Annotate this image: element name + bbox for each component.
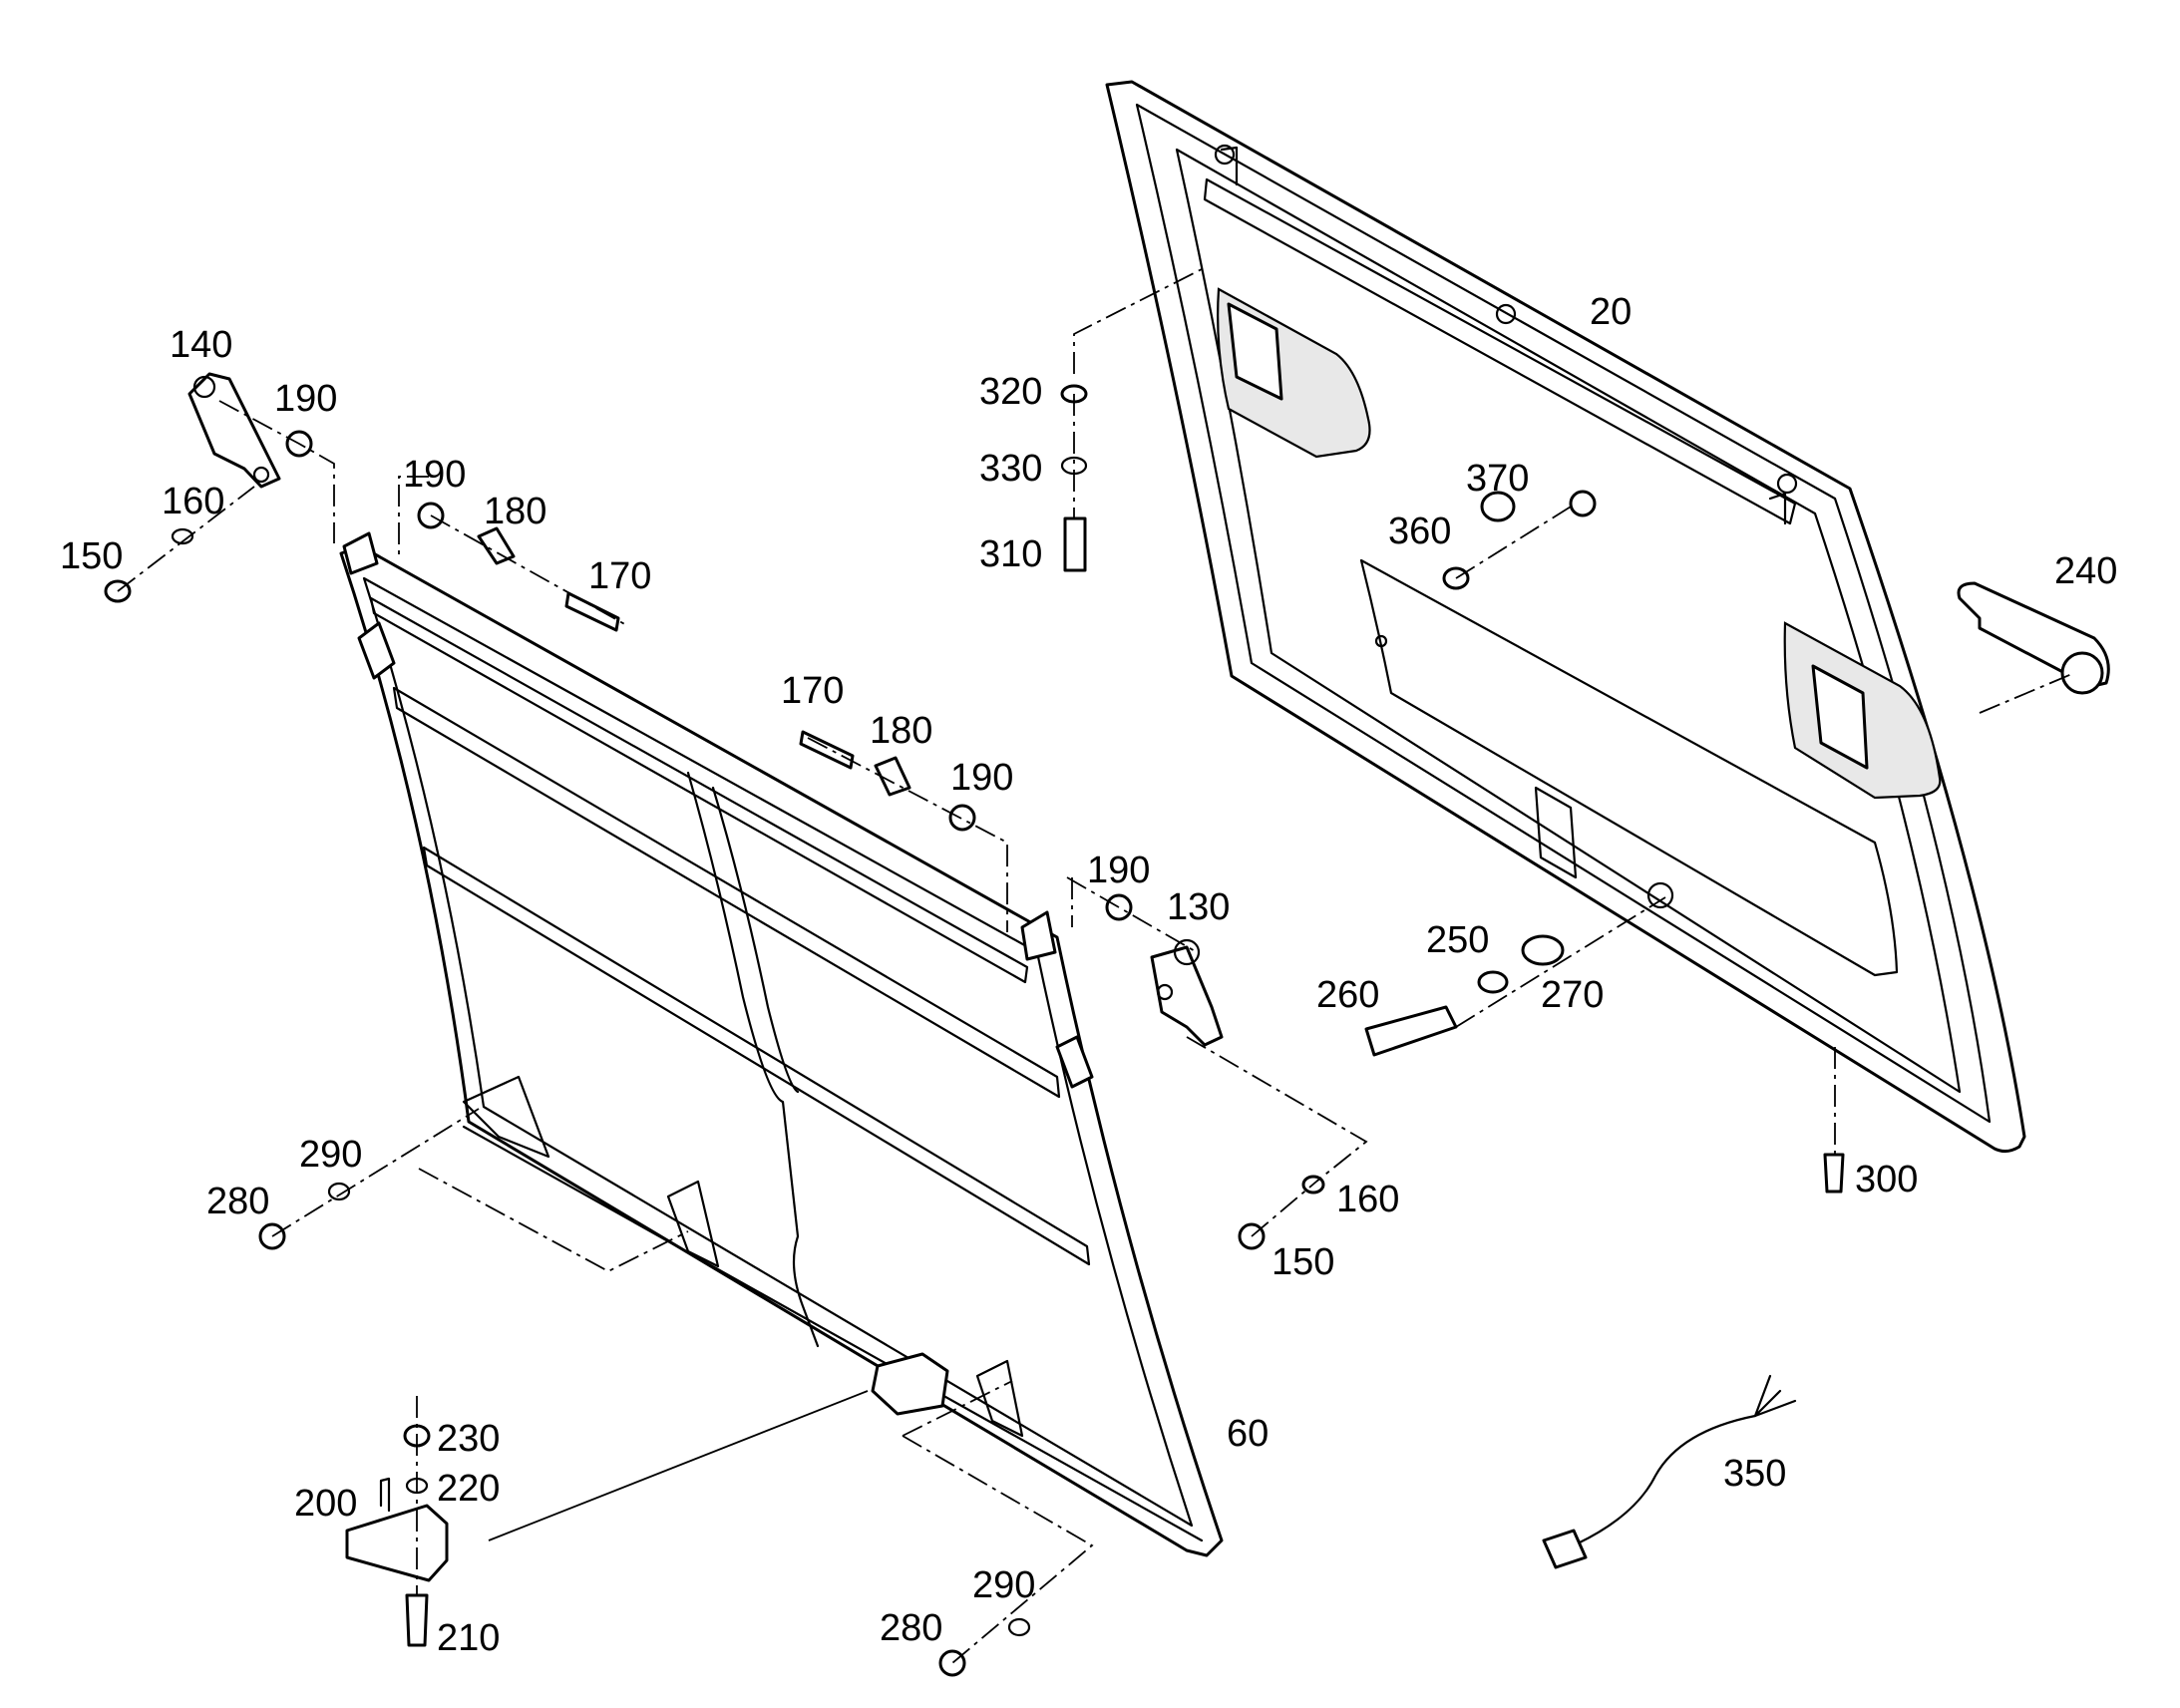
callout-360: 360: [1388, 511, 1451, 552]
callout-300: 300: [1855, 1159, 1918, 1200]
callout-190-c: 190: [950, 757, 1013, 799]
callout-260: 260: [1316, 974, 1379, 1016]
hinge-right-part-130: [1150, 938, 1224, 1047]
callout-190-b: 190: [403, 454, 466, 496]
callout-190-a: 190: [274, 378, 337, 420]
callout-290-bottom: 290: [972, 1564, 1035, 1606]
callout-290-left: 290: [299, 1134, 362, 1176]
callout-labels: 20 60 130 140 150 150 160 160 170 170 18…: [60, 291, 2117, 1659]
callout-60: 60: [1227, 1413, 1269, 1455]
bracket-part-200: [345, 1477, 449, 1582]
assembly-lines: [117, 268, 2075, 1664]
callout-130: 130: [1167, 886, 1230, 928]
callout-180-top: 180: [484, 491, 546, 532]
callout-330: 330: [979, 448, 1042, 490]
callout-160-left: 160: [162, 481, 224, 522]
callout-230: 230: [437, 1418, 500, 1460]
callout-280-left: 280: [206, 1181, 269, 1222]
callout-180-mid: 180: [870, 710, 932, 752]
callout-270: 270: [1541, 974, 1604, 1016]
callout-150-left: 150: [60, 535, 123, 577]
callout-240: 240: [2054, 550, 2117, 592]
callout-370: 370: [1466, 458, 1529, 500]
callout-250: 250: [1426, 919, 1489, 961]
callout-210: 210: [437, 1617, 500, 1659]
callout-150-right: 150: [1272, 1241, 1334, 1283]
inner-frame-part-60: [339, 531, 1224, 1557]
handle-part-240: [1957, 581, 2110, 695]
hinge-left-part-140: [187, 372, 281, 489]
callout-170-top: 170: [588, 555, 651, 597]
callout-190-d: 190: [1087, 850, 1150, 891]
callout-170-mid: 170: [781, 670, 844, 712]
wire-harness-part-350: [1542, 1374, 1797, 1569]
callout-350: 350: [1723, 1453, 1786, 1495]
callout-280-bottom: 280: [880, 1607, 942, 1649]
callout-20: 20: [1590, 291, 1632, 333]
callout-140: 140: [170, 324, 232, 366]
outer-panel-part-20: [1105, 80, 2026, 1154]
callout-160-right: 160: [1336, 1179, 1399, 1220]
callout-310: 310: [979, 533, 1042, 575]
callout-220: 220: [437, 1468, 500, 1510]
callout-200: 200: [294, 1483, 357, 1525]
callout-320: 320: [979, 371, 1042, 413]
